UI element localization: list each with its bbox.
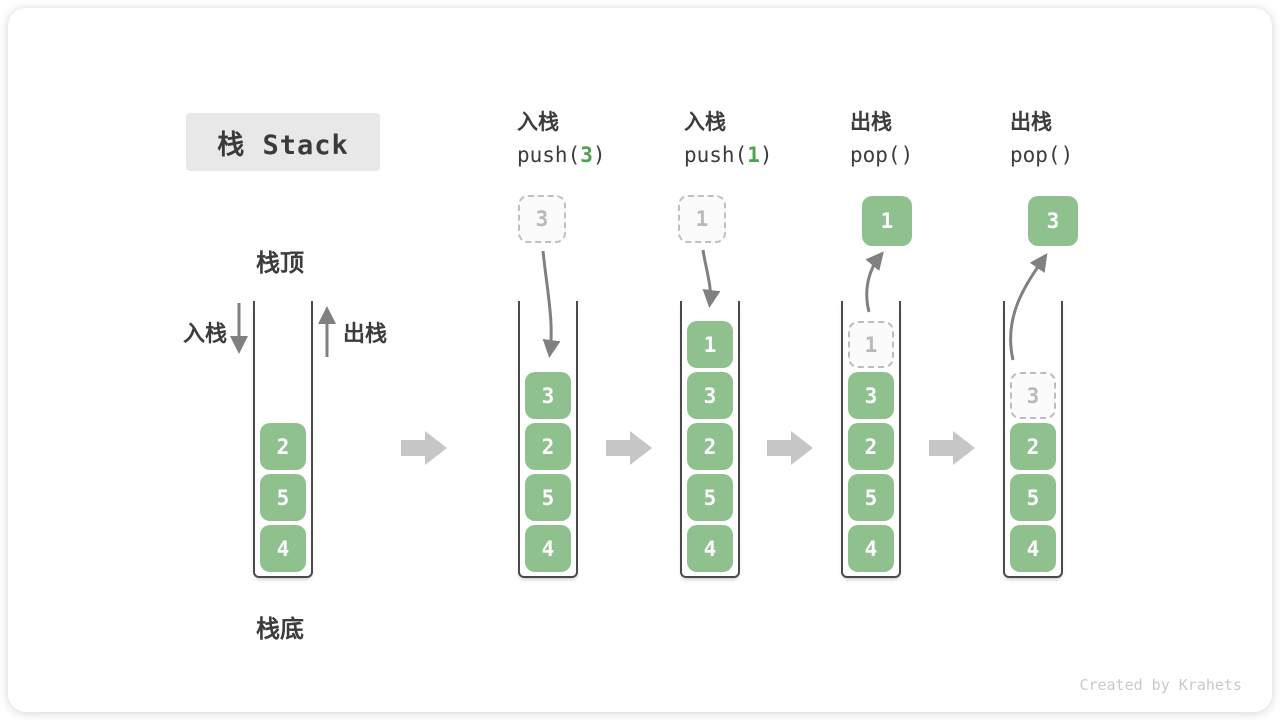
stack-cell: 4	[525, 525, 571, 572]
column-label: 入栈	[517, 111, 559, 134]
stack-cell: 3	[848, 372, 894, 419]
column-code: push(3)	[517, 143, 667, 167]
code-post: )	[900, 143, 914, 167]
stack-top-label: 栈顶	[256, 250, 304, 277]
flying-value-popped: 3	[1028, 196, 1078, 246]
flying-value-dashed: 1	[678, 195, 726, 243]
column-header-push-1: 入栈 push(1)	[684, 106, 834, 167]
stack-cell: 4	[848, 525, 894, 572]
stack-cell: 4	[687, 525, 733, 572]
stack-cell: 5	[260, 474, 306, 521]
diagram-title: 栈 Stack	[186, 113, 380, 171]
stack-bottom-label: 栈底	[256, 616, 304, 643]
code-post: )	[592, 143, 606, 167]
stack-container-5: 3 2 5 4	[1003, 301, 1063, 578]
stack-cell: 2	[525, 423, 571, 470]
diagram-title-text: 栈 Stack	[217, 129, 349, 161]
pop-side-label: 出栈	[343, 321, 388, 346]
code-post: )	[759, 143, 773, 167]
stack-container-3: 1 3 2 5 4	[680, 301, 740, 578]
stack-cell: 4	[1010, 525, 1056, 572]
stack-container-1: 2 5 4	[253, 301, 313, 578]
code-pre: pop(	[1010, 143, 1061, 167]
code-arg: 1	[747, 143, 760, 167]
stack-cell: 5	[525, 474, 571, 521]
stack-cell: 5	[1010, 474, 1056, 521]
stack-cell: 2	[1010, 423, 1056, 470]
stack-cell: 3	[687, 372, 733, 419]
column-header-pop-2: 出栈 pop()	[1010, 106, 1160, 167]
column-code: pop()	[850, 143, 1000, 167]
code-pre: push(	[517, 143, 581, 167]
column-code: push(1)	[684, 143, 834, 167]
stack-container-2: 3 2 5 4	[518, 301, 578, 578]
column-label: 出栈	[1010, 111, 1052, 134]
watermark: Created by Krahets	[1079, 676, 1242, 694]
column-header-pop-1: 出栈 pop()	[850, 106, 1000, 167]
stack-cell-ghost: 1	[848, 321, 894, 368]
stack-cell: 3	[525, 372, 571, 419]
column-label: 出栈	[850, 111, 892, 134]
stack-cell: 2	[260, 423, 306, 470]
stack-cell: 5	[848, 474, 894, 521]
stack-cell: 5	[687, 474, 733, 521]
stack-cell-ghost: 3	[1010, 372, 1056, 419]
flying-value-dashed: 3	[518, 195, 566, 243]
column-label: 入栈	[684, 111, 726, 134]
stack-cell: 2	[848, 423, 894, 470]
code-pre: pop(	[850, 143, 901, 167]
code-arg: 3	[580, 143, 593, 167]
column-header-push-3: 入栈 push(3)	[517, 106, 667, 167]
push-side-label: 入栈	[183, 321, 228, 346]
stack-container-4: 1 3 2 5 4	[841, 301, 901, 578]
flying-value-popped: 1	[862, 196, 912, 246]
code-post: )	[1060, 143, 1074, 167]
code-pre: push(	[684, 143, 748, 167]
stack-cell: 2	[687, 423, 733, 470]
stack-cell: 1	[687, 321, 733, 368]
stack-cell: 4	[260, 525, 306, 572]
column-code: pop()	[1010, 143, 1160, 167]
